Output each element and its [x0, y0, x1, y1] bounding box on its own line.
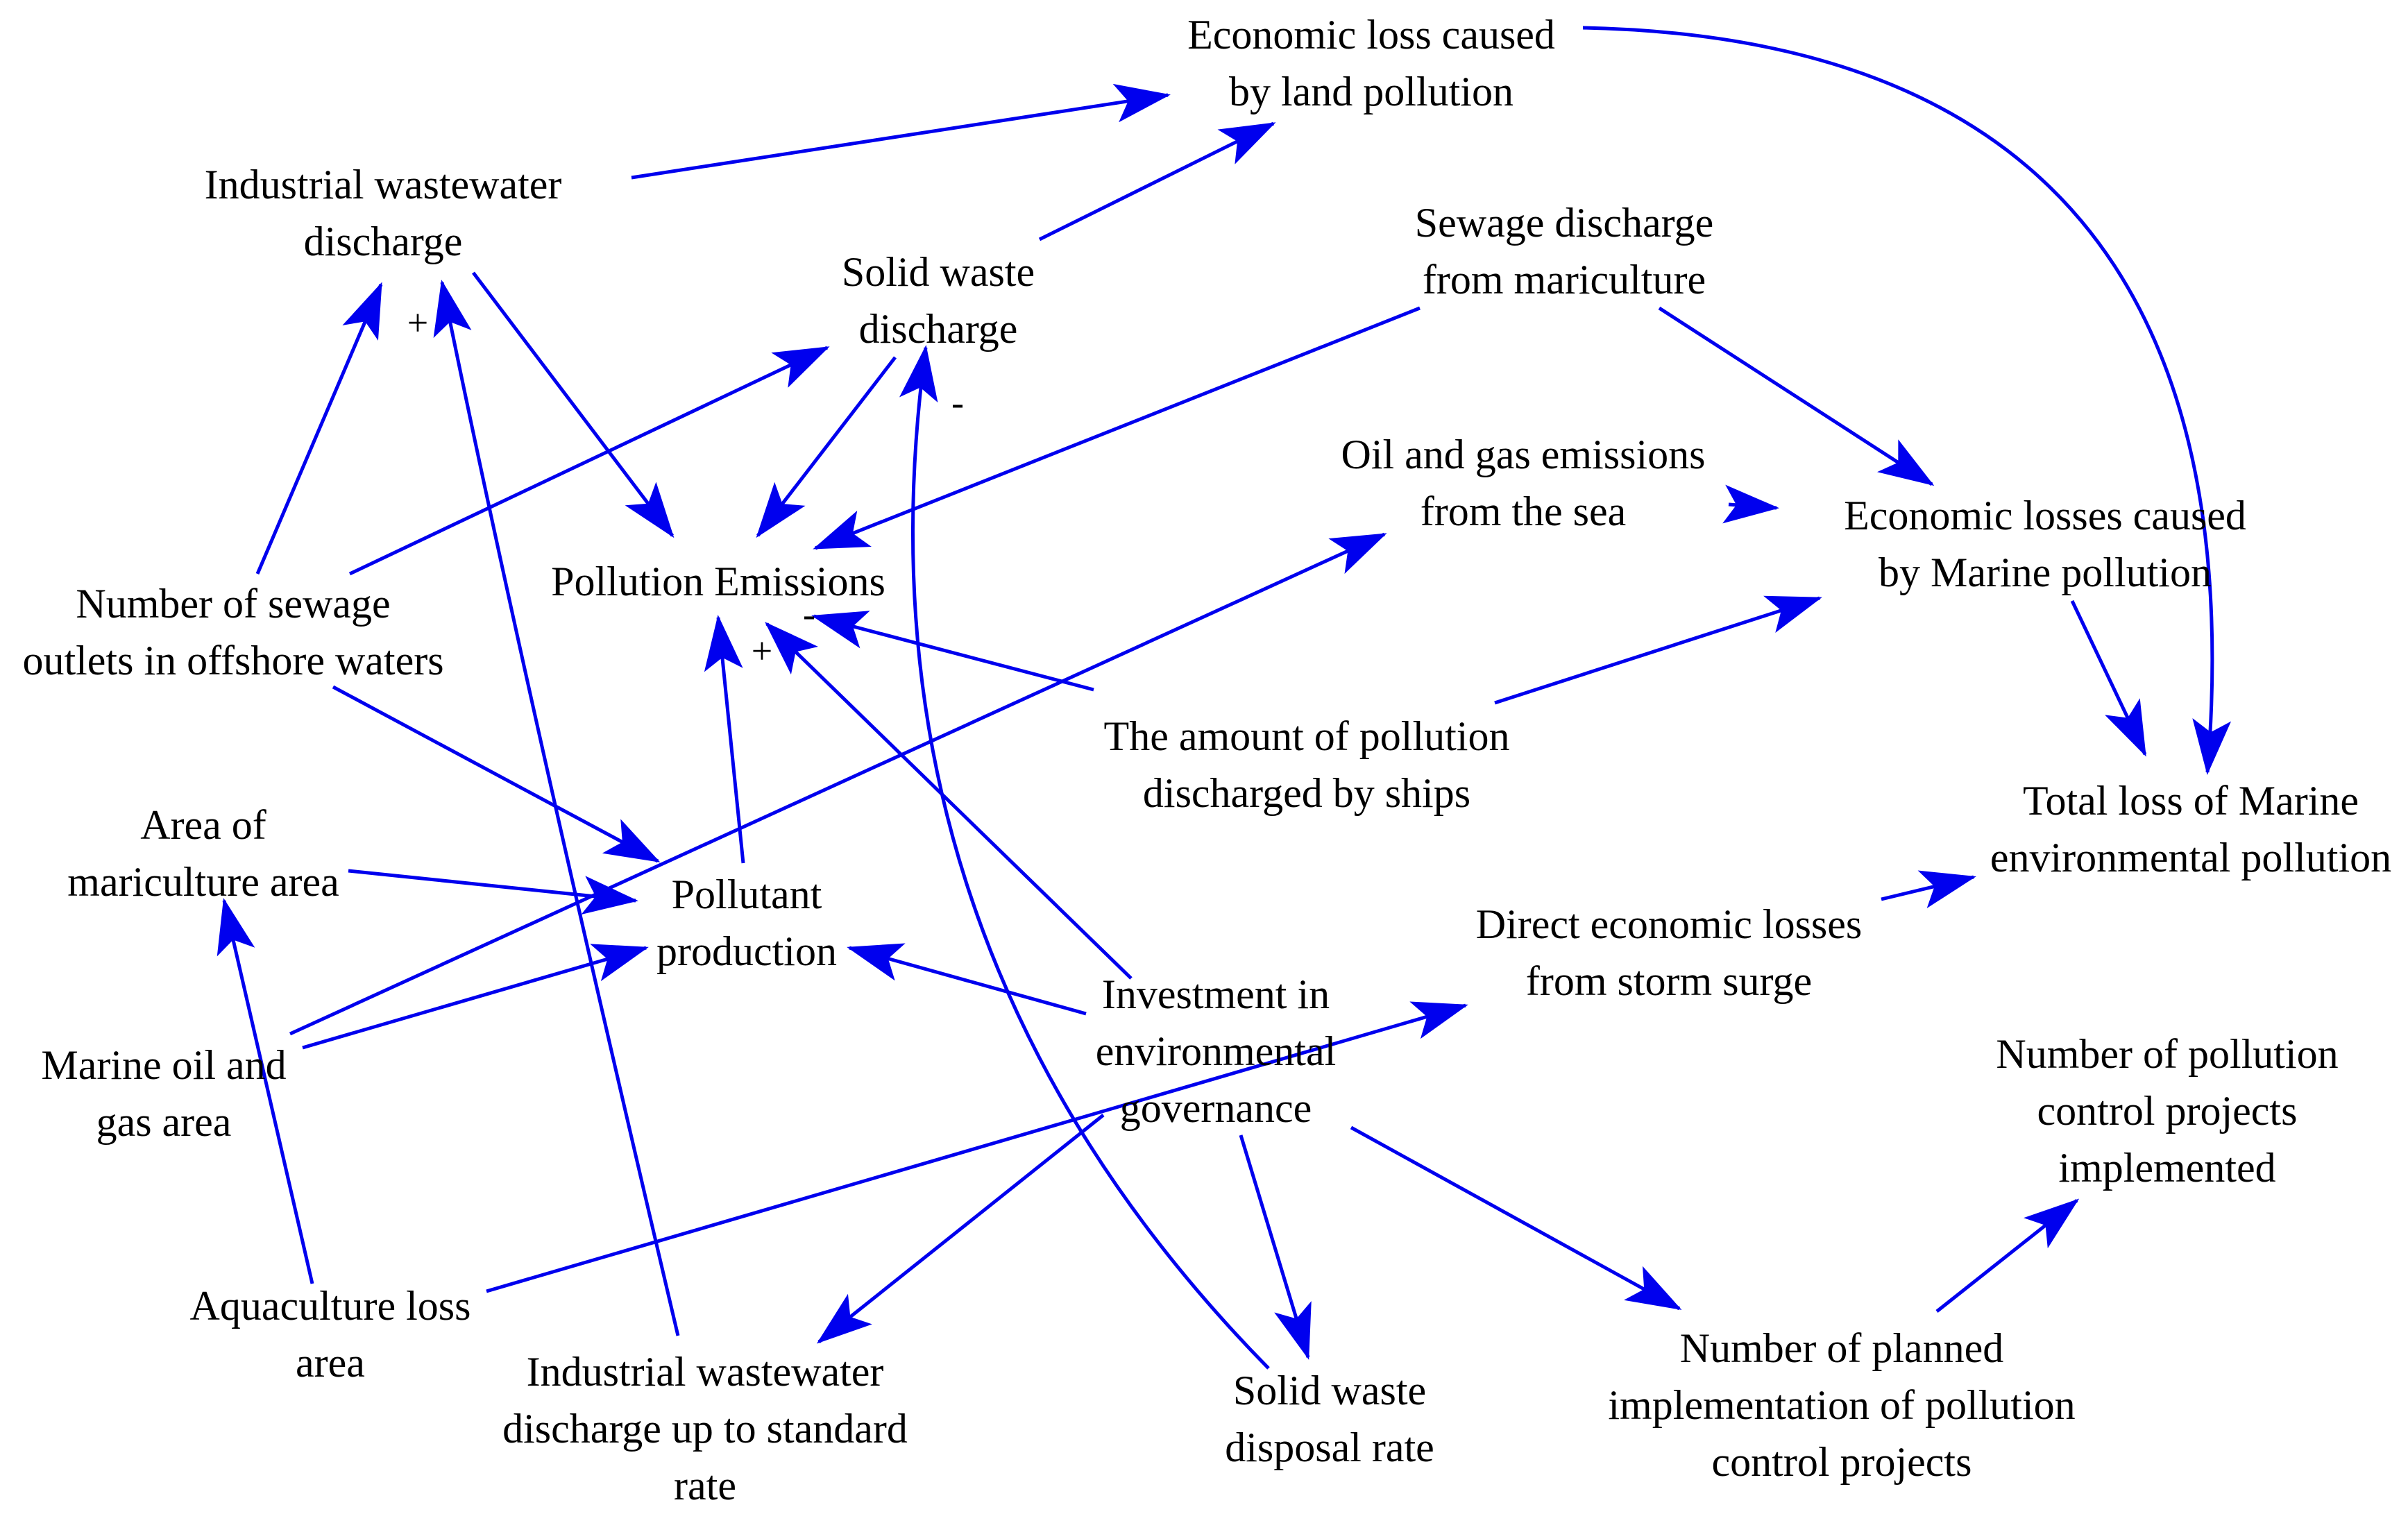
link-solid-waste-to-poll-em: [756, 356, 897, 538]
node-label-line: discharge: [303, 219, 463, 264]
node-label-line: Marine oil and: [41, 1042, 287, 1088]
link-oil-area-to-poll-prod: [302, 944, 649, 1050]
node-label-line: Area of: [140, 802, 266, 848]
link-poll-prod-to-poll-em: [704, 615, 745, 864]
node-aqua-loss: Aquaculture loss area: [190, 1277, 471, 1391]
link-ind-ww-to-econ-land: [631, 83, 1171, 180]
link-ind-ww-to-poll-em: [472, 271, 675, 538]
node-label-line: Number of planned: [1679, 1325, 2004, 1371]
link-planned-to-num-projects: [1935, 1198, 2080, 1313]
node-label-line: Solid waste: [841, 249, 1035, 295]
node-label-line: from mariculture: [1422, 257, 1706, 303]
node-label-line: gas area: [96, 1099, 232, 1145]
link-area-mari-to-poll-prod: [348, 869, 638, 915]
node-label-line: governance: [1119, 1085, 1312, 1131]
polarity-mark: -: [951, 382, 964, 423]
node-label-line: Total loss of Marine: [2022, 778, 2359, 824]
link-invest-to-poll-prod: [847, 943, 1087, 1016]
polarity-mark: +: [751, 630, 773, 672]
link-num-sewage-to-poll-prod: [332, 685, 661, 863]
link-oil-area-to-oil-gas-em: [289, 532, 1387, 1036]
node-label-line: Economic losses caused: [1844, 493, 2246, 538]
node-label-line: discharge up to standard: [502, 1406, 908, 1452]
node-label-line: mariculture area: [67, 859, 339, 905]
node-num-sewage: Number of sewage outlets in offshore wate…: [22, 575, 443, 689]
link-solid-waste-to-econ-land: [1038, 121, 1276, 241]
link-ind-rate-to-ind-ww: [433, 280, 680, 1336]
link-storm-to-total-loss: [1881, 870, 1976, 909]
node-label-line: discharge: [858, 306, 1018, 352]
node-label-line: Solid waste: [1232, 1368, 1427, 1413]
node-label-line: Aquaculture loss: [189, 1283, 471, 1329]
link-ships-to-poll-em: [811, 611, 1094, 692]
node-label-line: from storm surge: [1525, 958, 1813, 1004]
node-label-line: Pollutant: [671, 871, 822, 917]
node-label-line: discharged by ships: [1142, 770, 1471, 816]
node-sw-rate: Solid waste disposal rate: [1225, 1362, 1434, 1476]
node-label-line: by land pollution: [1229, 69, 1514, 114]
node-label-line: Number of pollution: [1996, 1031, 2339, 1077]
polarity-mark: +: [407, 302, 429, 343]
link-oil-gas-em-to-econ-marine: [1722, 484, 1779, 524]
node-label-line: Pollution Emissions: [551, 559, 885, 604]
node-planned: Number of planned implementation of pollu…: [1608, 1320, 2075, 1490]
link-aqua-loss-to-area-mari: [217, 898, 314, 1284]
node-poll-em: Pollution Emissions: [551, 553, 885, 610]
node-area-mari: Area of mariculture area: [67, 797, 339, 910]
node-label-line: from the sea: [1420, 488, 1627, 534]
link-ships-to-econ-marine: [1494, 595, 1822, 705]
node-label-line: implementation of pollution: [1608, 1382, 2076, 1428]
node-storm: Direct economic losses from storm surge: [1476, 896, 1863, 1010]
node-label-line: environmental: [1095, 1028, 1337, 1074]
node-label-line: control projects: [1711, 1439, 1972, 1485]
node-label-line: The amount of pollution: [1103, 713, 1510, 759]
link-num-sewage-to-solid-waste: [348, 346, 830, 576]
polarity-mark: -: [803, 593, 815, 635]
node-label-line: Investment in: [1101, 971, 1330, 1017]
node-label-line: Industrial wastewater: [204, 162, 562, 207]
node-poll-prod: Pollutant production: [656, 866, 837, 980]
node-oil-gas-em: Oil and gas emissions from the sea: [1341, 426, 1706, 540]
node-solid-waste: Solid waste discharge: [842, 244, 1035, 357]
node-label-line: area: [296, 1340, 365, 1386]
links-layer: [217, 26, 2232, 1370]
node-label-line: rate: [674, 1463, 736, 1508]
node-label-line: Sewage discharge: [1414, 200, 1714, 246]
node-label-line: Oil and gas emissions: [1341, 432, 1706, 477]
link-sewage-mari-to-poll-em: [813, 306, 1421, 550]
link-aqua-loss-to-storm: [486, 1001, 1468, 1293]
link-num-sewage-to-ind-ww: [255, 282, 383, 575]
node-label-line: Industrial wastewater: [526, 1349, 884, 1395]
node-econ-land: Economic loss caused by land pollution: [1187, 6, 1555, 120]
node-sewage-mari: Sewage discharge from mariculture: [1415, 194, 1713, 308]
node-oil-area: Marine oil and gas area: [41, 1037, 286, 1150]
node-label-line: Direct economic losses: [1475, 901, 1863, 947]
node-total-loss: Total loss of Marine environmental pollut…: [1990, 772, 2391, 886]
node-label-line: disposal rate: [1225, 1424, 1434, 1470]
node-label-line: production: [656, 928, 837, 974]
node-ind-ww: Industrial wastewater discharge: [205, 156, 562, 270]
link-invest-to-planned: [1350, 1125, 1682, 1311]
node-invest: Investment in environmental governance: [1096, 966, 1337, 1137]
link-econ-marine-to-total-loss: [2070, 599, 2147, 757]
node-label-line: by Marine pollution: [1879, 550, 2212, 595]
node-label-line: outlets in offshore waters: [22, 638, 444, 683]
node-ind-rate: Industrial wastewater discharge up to sta…: [502, 1343, 908, 1514]
link-sw-rate-to-solid-waste: [899, 345, 1270, 1370]
link-invest-to-ind-rate: [816, 1114, 1105, 1344]
link-invest-to-poll-em: [765, 622, 1133, 980]
link-sewage-mari-to-econ-marine: [1658, 306, 1935, 486]
node-label-line: control projects: [2037, 1088, 2298, 1134]
node-label-line: Economic loss caused: [1187, 12, 1555, 58]
node-ships: The amount of pollution discharged by shi…: [1104, 708, 1510, 822]
node-label-line: environmental pollution: [1990, 835, 2392, 881]
link-invest-to-sw-rate: [1239, 1134, 1312, 1360]
node-label-line: Number of sewage: [76, 581, 391, 627]
link-econ-land-to-total-loss: [1582, 26, 2232, 775]
node-num-projects: Number of pollution control projects imple…: [1996, 1026, 2338, 1196]
node-label-line: implemented: [2058, 1145, 2276, 1191]
node-econ-marine: Economic losses caused by Marine pollutio…: [1844, 487, 2246, 601]
